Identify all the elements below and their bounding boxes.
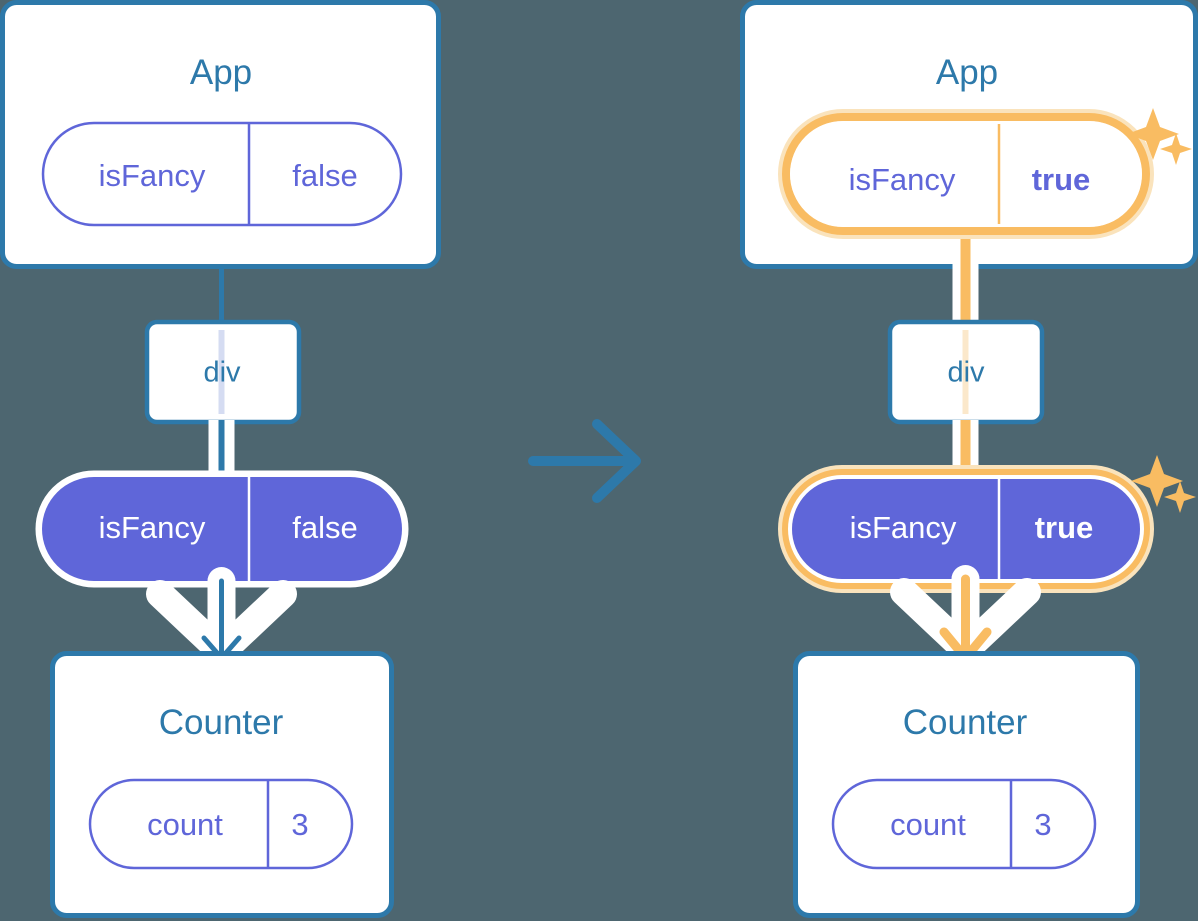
transition-arrow-icon bbox=[528, 419, 641, 503]
app-state-pill-ring-after bbox=[782, 113, 1150, 235]
app-state-pill-after bbox=[790, 121, 1142, 227]
counter-state-pill-before bbox=[88, 778, 354, 870]
sparkle-icon-top-small bbox=[1160, 133, 1192, 165]
sparkle-icon-top-large bbox=[1127, 108, 1179, 160]
counter-state-pill-after bbox=[831, 778, 1097, 870]
sparkle-icon-mid-small bbox=[1164, 481, 1196, 513]
props-pill-before bbox=[42, 477, 402, 581]
props-pill-after bbox=[792, 479, 1140, 579]
app-state-pill-before bbox=[41, 121, 403, 227]
sparkle-icon-mid-large bbox=[1131, 455, 1183, 507]
